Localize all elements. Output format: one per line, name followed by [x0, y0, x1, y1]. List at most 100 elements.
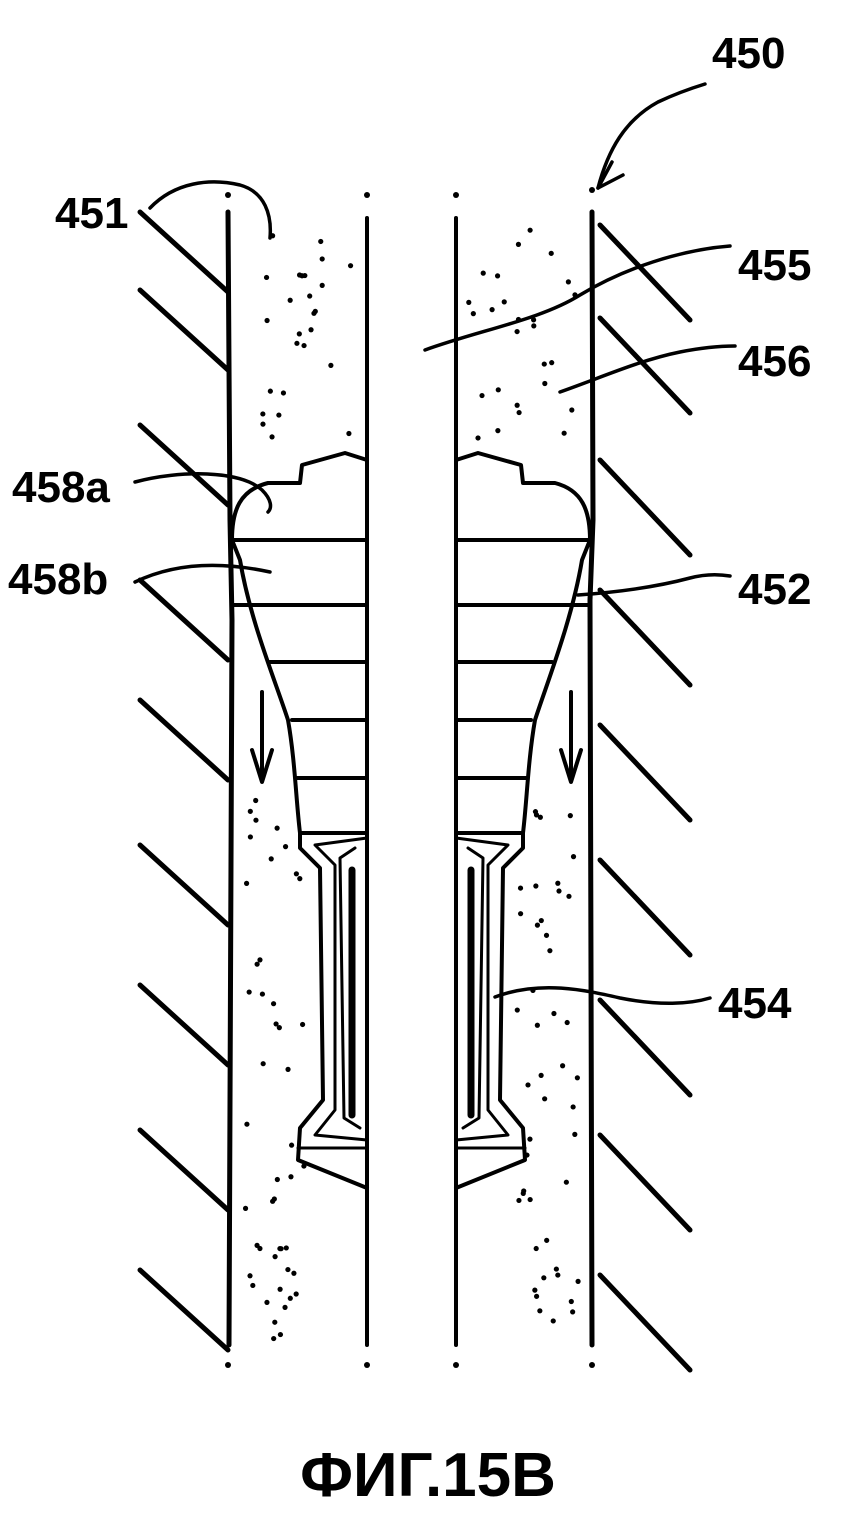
stipple-dot: [537, 1308, 543, 1314]
label-454: 454: [718, 979, 792, 1028]
stipple-dot: [570, 1104, 576, 1110]
stipple-dot: [470, 311, 476, 317]
stipple-dot: [288, 1174, 294, 1180]
stipple-dot: [285, 1266, 291, 1273]
hatch-line: [597, 1132, 693, 1233]
stipple-dot: [307, 293, 313, 299]
boundary-dot: [453, 1362, 459, 1368]
leader-lines: [133, 82, 737, 1005]
stipple-dot: [560, 1063, 566, 1069]
stipple-dot: [287, 297, 293, 303]
stipple-dot: [285, 1066, 291, 1072]
stipple-dot: [260, 1061, 266, 1067]
stipple-dot: [568, 1298, 574, 1305]
label-458a: 458a: [12, 463, 110, 512]
stipple-dot: [257, 957, 263, 963]
hatch-line: [597, 315, 693, 416]
stipple-dot: [533, 812, 540, 818]
label-456: 456: [738, 337, 811, 386]
stipple-dot: [301, 342, 307, 349]
stipple-dot: [489, 307, 495, 313]
stipple-dot: [495, 428, 501, 434]
stipple-dot: [561, 430, 567, 436]
stipple-dot: [270, 1198, 276, 1204]
wall-hatching-left: [137, 209, 231, 1353]
stipple-dot: [289, 1142, 295, 1148]
stipple-dot: [543, 932, 550, 938]
hatch-line: [137, 982, 231, 1068]
stipple-dot: [533, 883, 539, 889]
stipple-dot: [246, 989, 252, 995]
stipple-dot: [544, 1237, 550, 1243]
stipple-dot: [572, 1131, 578, 1137]
hatch-line: [137, 1267, 231, 1353]
hatch-line: [597, 857, 693, 958]
boundary-dots: [225, 187, 595, 1368]
stipple-dot: [318, 238, 324, 245]
anchor-assembly-left: [296, 831, 369, 1190]
stipple-dot: [308, 327, 314, 333]
hatch-line: [137, 1127, 231, 1213]
hatch-line: [597, 222, 693, 323]
stipple-dot: [517, 911, 524, 917]
stipple-dot: [267, 388, 273, 394]
hatch-line: [137, 577, 231, 663]
stipple-dot: [347, 263, 354, 269]
stipple-dot: [247, 1273, 253, 1279]
stipple-dot: [514, 1007, 520, 1013]
stipple-dot: [515, 241, 522, 247]
stipple-dot: [260, 411, 266, 417]
stipple-dot: [541, 1275, 547, 1281]
packer-element-left: [228, 451, 369, 835]
stipple-dot: [312, 308, 318, 314]
stipple-dot: [533, 1245, 539, 1252]
flow-arrow-left-icon: [250, 690, 274, 784]
stipple-dot: [537, 814, 543, 820]
stipple-dot: [270, 1001, 277, 1007]
stipple-dot: [531, 317, 537, 323]
stipple-dot: [293, 1291, 299, 1297]
boundary-dot: [364, 192, 370, 198]
stipple-dot: [260, 421, 266, 427]
stipple-dot: [570, 854, 577, 860]
stipple-dot: [566, 893, 572, 899]
boundary-dot: [364, 1362, 370, 1368]
stipple-dot: [291, 1270, 297, 1276]
stipple-dot: [480, 270, 486, 276]
packer-element-right: [454, 451, 592, 835]
stipple-dot: [538, 917, 544, 924]
hatch-line: [137, 697, 231, 783]
stipple-dot: [328, 362, 334, 368]
hatch-line: [597, 997, 693, 1098]
stipple-dot: [277, 1286, 283, 1292]
stipple-dot: [532, 1287, 538, 1293]
stipple-dot: [521, 1188, 527, 1194]
hatch-line: [597, 457, 693, 558]
boundary-dot: [225, 192, 231, 198]
stipple-dot: [555, 880, 561, 886]
hatch-line: [597, 1272, 693, 1373]
stipple-dot: [242, 1205, 249, 1211]
stipple-dot: [274, 825, 280, 831]
boundary-dot: [589, 1362, 595, 1368]
borehole-wall-left: [225, 209, 235, 1348]
flow-arrow-right-icon: [559, 690, 583, 784]
stipple-dot: [271, 1335, 277, 1342]
stipple-dot: [479, 392, 485, 399]
stipple-dot: [264, 1299, 270, 1305]
stipple-dot: [294, 340, 300, 346]
stipple-dot: [567, 813, 573, 819]
hatch-line: [137, 287, 231, 373]
stipple-dot: [244, 1121, 250, 1127]
stipple-dot: [247, 834, 253, 840]
stipple-dot: [282, 844, 289, 850]
boundary-dot: [225, 1362, 231, 1368]
stipple-dot: [527, 1196, 533, 1203]
stipple-dot: [268, 856, 274, 862]
stipple-dot: [564, 1019, 570, 1026]
stipple-dot: [534, 1022, 540, 1028]
stipple-dot: [570, 1309, 576, 1315]
label-451: 451: [55, 189, 128, 238]
stipple-dot: [555, 1272, 561, 1278]
borehole-wall-right: [587, 209, 596, 1348]
